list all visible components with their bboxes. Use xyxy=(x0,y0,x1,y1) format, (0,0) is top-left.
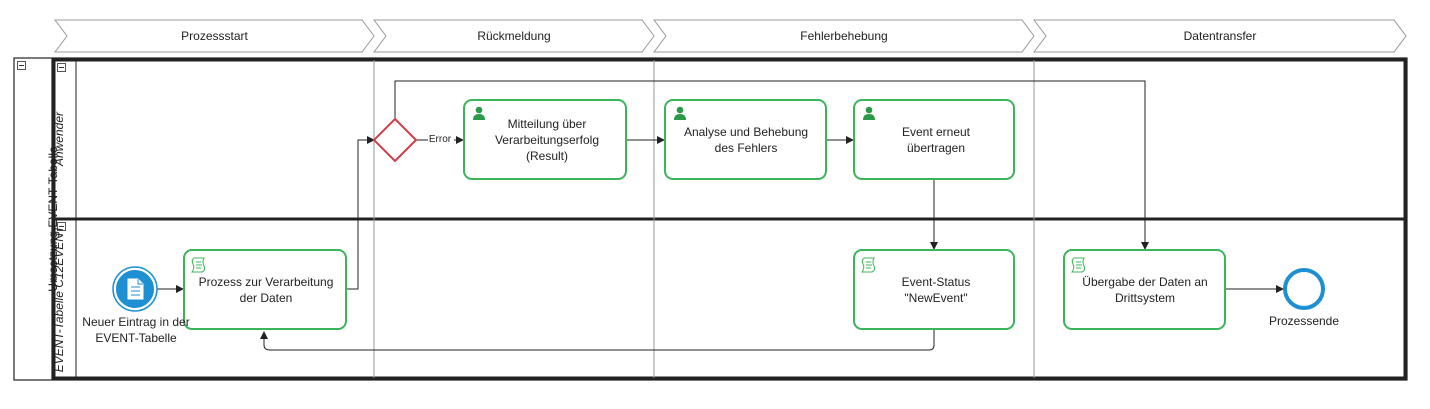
flow-status-to-process xyxy=(260,329,935,351)
phase-chevron-1 xyxy=(54,19,375,53)
task-status-box xyxy=(853,249,1015,330)
task-resend-box xyxy=(853,99,1015,180)
flow-gateway-to-transfer xyxy=(394,80,1149,250)
user-icon xyxy=(473,106,485,120)
task-analysis-box xyxy=(664,99,827,180)
phase-label-4: Datentransfer xyxy=(1183,29,1257,43)
start-event xyxy=(112,266,158,312)
lane-top-collapse-icon[interactable] xyxy=(57,63,66,72)
tasks xyxy=(183,99,1226,330)
script-icon xyxy=(191,257,206,273)
phase-chevron-4 xyxy=(1033,19,1407,53)
document-icon xyxy=(127,278,144,300)
script-icon xyxy=(861,257,876,273)
phase-bar xyxy=(54,19,1407,53)
lane-label-bottom: EVENT-Tabelle C12EVENT xyxy=(52,225,66,373)
task-transfer-box xyxy=(1063,249,1226,330)
task-notify-box xyxy=(463,99,627,180)
end-event-label: Prozessende xyxy=(1268,314,1340,328)
task-process-label: Prozess zur Verarbeitung der Daten xyxy=(198,275,334,305)
end-event xyxy=(1283,268,1325,310)
lane-label-top: Anwender xyxy=(52,111,66,167)
task-transfer-label: Übergabe der Daten an Drittsystem xyxy=(1082,275,1208,305)
flow-process-to-gateway xyxy=(346,136,375,290)
phase-label-3: Fehlerbehebung xyxy=(800,29,888,43)
lane-bottom-collapse-icon[interactable] xyxy=(57,222,66,231)
task-resend-label: Event erneut übertragen xyxy=(901,125,971,155)
task-notify-label: Mitteilung über Verarbeitungserfolg (Res… xyxy=(494,117,600,163)
task-analysis-label: Analyse und Behebung des Fehlers xyxy=(683,125,809,155)
script-icon xyxy=(1071,257,1086,273)
phase-label-1: Prozessstart xyxy=(181,29,248,43)
phase-chevron-2 xyxy=(373,19,655,53)
start-event-label: Neuer Eintrag in der EVENT-Tabelle xyxy=(82,315,190,345)
sequence-flows xyxy=(157,80,1284,351)
task-status-label: Event-Status "NewEvent" xyxy=(901,275,971,305)
phase-label-2: Rückmeldung xyxy=(477,29,551,43)
gateway-error-label: Error xyxy=(428,134,452,145)
user-icon xyxy=(863,106,875,120)
user-icon xyxy=(674,106,686,120)
phase-chevron-3 xyxy=(653,19,1035,53)
task-process-box xyxy=(183,249,347,330)
pool-collapse-icon[interactable] xyxy=(17,61,26,70)
gateway-diamond xyxy=(372,117,418,163)
